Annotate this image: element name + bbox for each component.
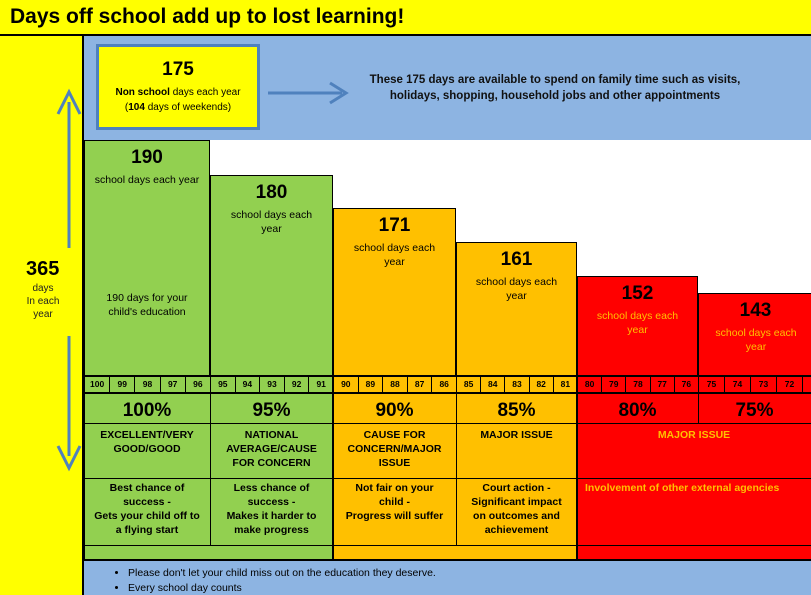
attendance-tick: 90: [333, 376, 358, 393]
attendance-tick: 80: [577, 376, 602, 393]
attendance-tick: 76: [673, 376, 698, 393]
total-days-line2: In each: [26, 296, 60, 307]
green-column: [84, 376, 333, 560]
right-arrow-icon: [268, 81, 349, 105]
attendance-tick: 89: [357, 376, 383, 393]
attendance-tick: 85: [456, 376, 481, 393]
category-excellent: EXCELLENT/VERY GOOD/GOOD: [100, 429, 194, 455]
amber-column: [333, 376, 577, 560]
attendance-tick: 79: [601, 376, 626, 393]
bar-extra-note: 190 days for your child's education: [106, 292, 188, 318]
bar-190: 190 school days each year 190 days for y…: [84, 140, 210, 376]
bar-171: 171 school days each year: [333, 208, 456, 376]
title-banner: Days off school add up to lost learning!: [0, 0, 811, 36]
category-major-issue: MAJOR ISSUE: [480, 429, 553, 441]
percent-95: 95%: [252, 400, 291, 421]
bar-label: school days each year: [475, 276, 558, 302]
non-school-callout: 175 Non school days each year (104 days …: [96, 44, 260, 130]
year-sidebar: [0, 36, 84, 595]
total-days-value: 365: [26, 258, 60, 280]
bullet-item: Every school day counts: [128, 581, 811, 595]
percent-90: 90%: [375, 400, 414, 421]
bar-days: 171: [378, 215, 411, 236]
attendance-tick: 97: [159, 376, 185, 393]
non-school-line2: (104 days of weekends): [124, 102, 232, 113]
percent-80: 80%: [618, 400, 657, 421]
bar-days: 180: [255, 182, 288, 203]
bar-label: school days each year: [596, 310, 679, 336]
attendance-tick: 84: [480, 376, 505, 393]
bar-days: 143: [739, 300, 772, 321]
bar-days: 152: [621, 283, 654, 304]
bar-label: school days each year: [94, 174, 200, 186]
bar-days: 161: [500, 249, 533, 270]
category-cause-for-concern: CAUSE FOR CONCERN/MAJOR ISSUE: [347, 429, 442, 469]
bar-143: 143 school days each year: [698, 293, 811, 376]
percent-75: 75%: [735, 400, 774, 421]
attendance-tick: 83: [504, 376, 529, 393]
attendance-tick: 99: [109, 376, 135, 393]
bar-label: school days each year: [230, 209, 313, 235]
percent-85: 85%: [497, 400, 536, 421]
attendance-tick: 78: [625, 376, 650, 393]
bar-label: school days each year: [353, 242, 436, 268]
attendance-tick: 93: [259, 376, 284, 393]
total-days-line3: year: [33, 309, 53, 320]
attendance-tick: 92: [283, 376, 309, 393]
attendance-tick: 7: [802, 376, 811, 393]
vertical-double-arrow-icon: [56, 88, 82, 472]
attendance-tick: 95: [210, 376, 235, 393]
attendance-tick: 98: [134, 376, 160, 393]
attendance-tick: 88: [382, 376, 407, 393]
non-school-line1: Non school days each year: [115, 87, 241, 98]
footer-band: Please don't let your child miss out on …: [84, 560, 811, 595]
category-national-average: NATIONAL AVERAGE/CAUSE FOR CONCERN: [226, 429, 317, 469]
attendance-tick: 87: [406, 376, 432, 393]
bar-180: 180 school days each year: [210, 175, 333, 376]
bar-152: 152 school days each year: [577, 276, 698, 376]
attendance-tick: 74: [724, 376, 750, 393]
non-school-note: These 175 days are available to spend on…: [369, 74, 741, 102]
attendance-tick: 81: [552, 376, 577, 393]
bar-161: 161 school days each year: [456, 242, 577, 376]
attendance-tick: 94: [234, 376, 260, 393]
attendance-tick: 82: [528, 376, 553, 393]
bar-days: 190: [131, 147, 163, 168]
outcome-external-agencies: Involvement of other external agencies: [585, 482, 780, 494]
attendance-tick: 96: [184, 376, 210, 393]
non-school-days: 175: [162, 59, 194, 80]
page-title: Days off school add up to lost learning!: [10, 5, 405, 28]
attendance-tick: 73: [750, 376, 776, 393]
percent-100: 100%: [122, 400, 172, 421]
total-days-unit: days: [32, 283, 54, 294]
attendance-tick: 86: [431, 376, 456, 393]
attendance-tick: 75: [698, 376, 724, 393]
attendance-tick: 72: [776, 376, 802, 393]
category-major-issue-red: MAJOR ISSUE: [657, 429, 731, 441]
attendance-tick: 91: [308, 376, 333, 393]
bullet-item: Please don't let your child miss out on …: [128, 566, 811, 581]
bar-label: school days each year: [715, 327, 797, 353]
attendance-tick: 77: [649, 376, 674, 393]
attendance-tick: 100: [84, 376, 110, 393]
